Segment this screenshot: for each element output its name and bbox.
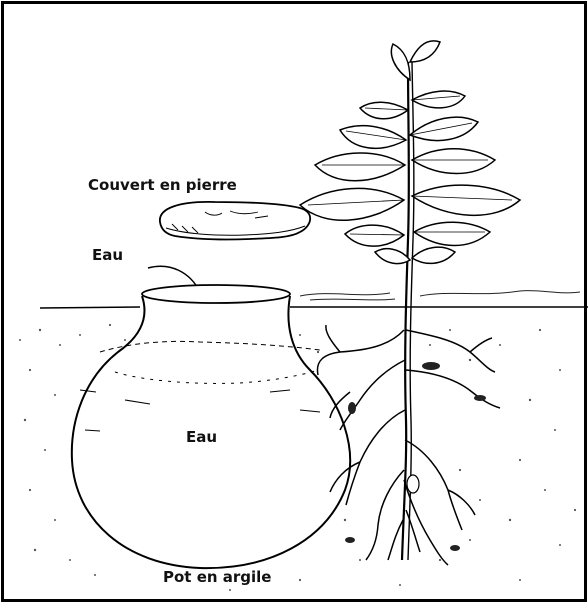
water-label-pot: Eau <box>186 430 217 445</box>
stone-cover <box>160 202 310 240</box>
pot-label: Pot en argile <box>163 570 271 585</box>
water-label-top: Eau <box>92 248 123 263</box>
cover-label: Couvert en pierre <box>88 178 237 193</box>
